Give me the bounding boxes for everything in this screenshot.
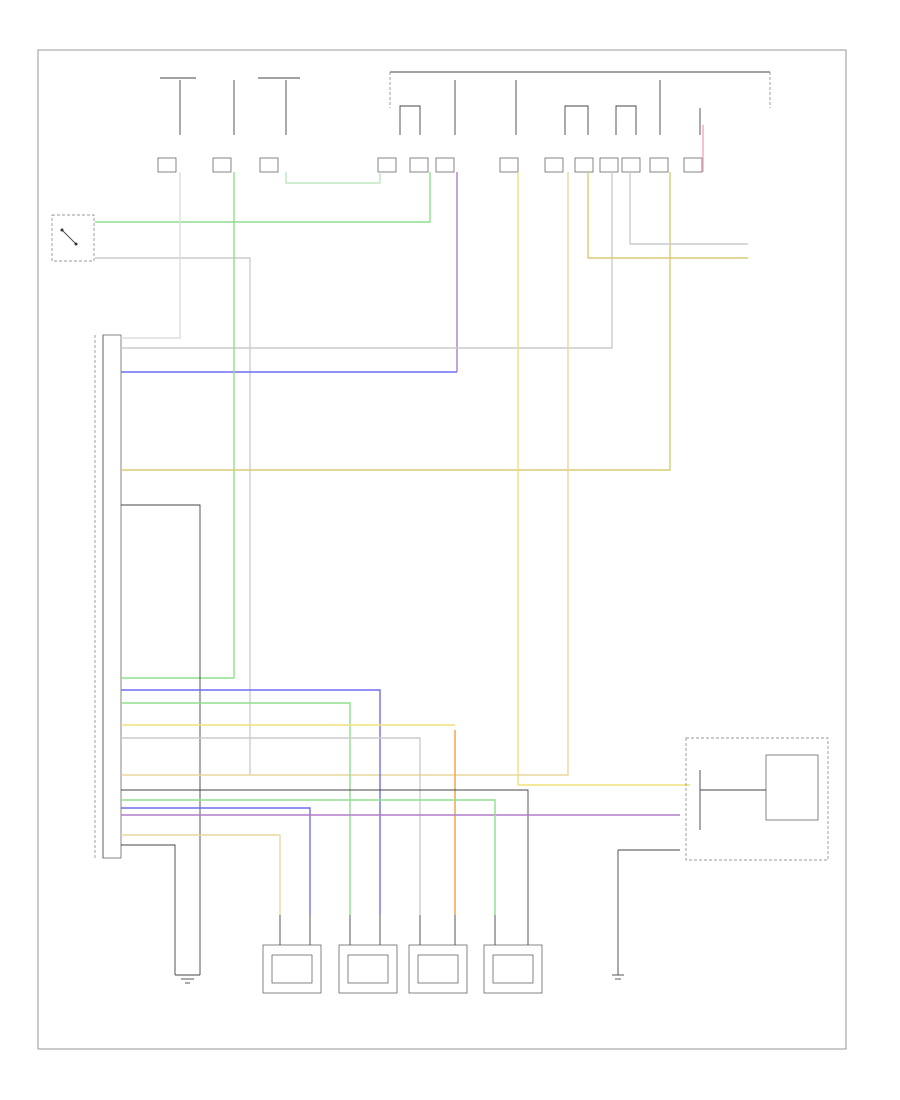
solenoid-valve-block — [262, 915, 543, 994]
switch-symbol — [51, 214, 95, 262]
module-block — [94, 334, 122, 859]
upper-connector-pins — [157, 157, 703, 173]
diagram-border — [37, 49, 847, 1050]
module-block — [685, 737, 829, 861]
wires — [95, 125, 748, 975]
ground-symbol — [175, 974, 624, 984]
top-fuse-block — [160, 71, 771, 135]
